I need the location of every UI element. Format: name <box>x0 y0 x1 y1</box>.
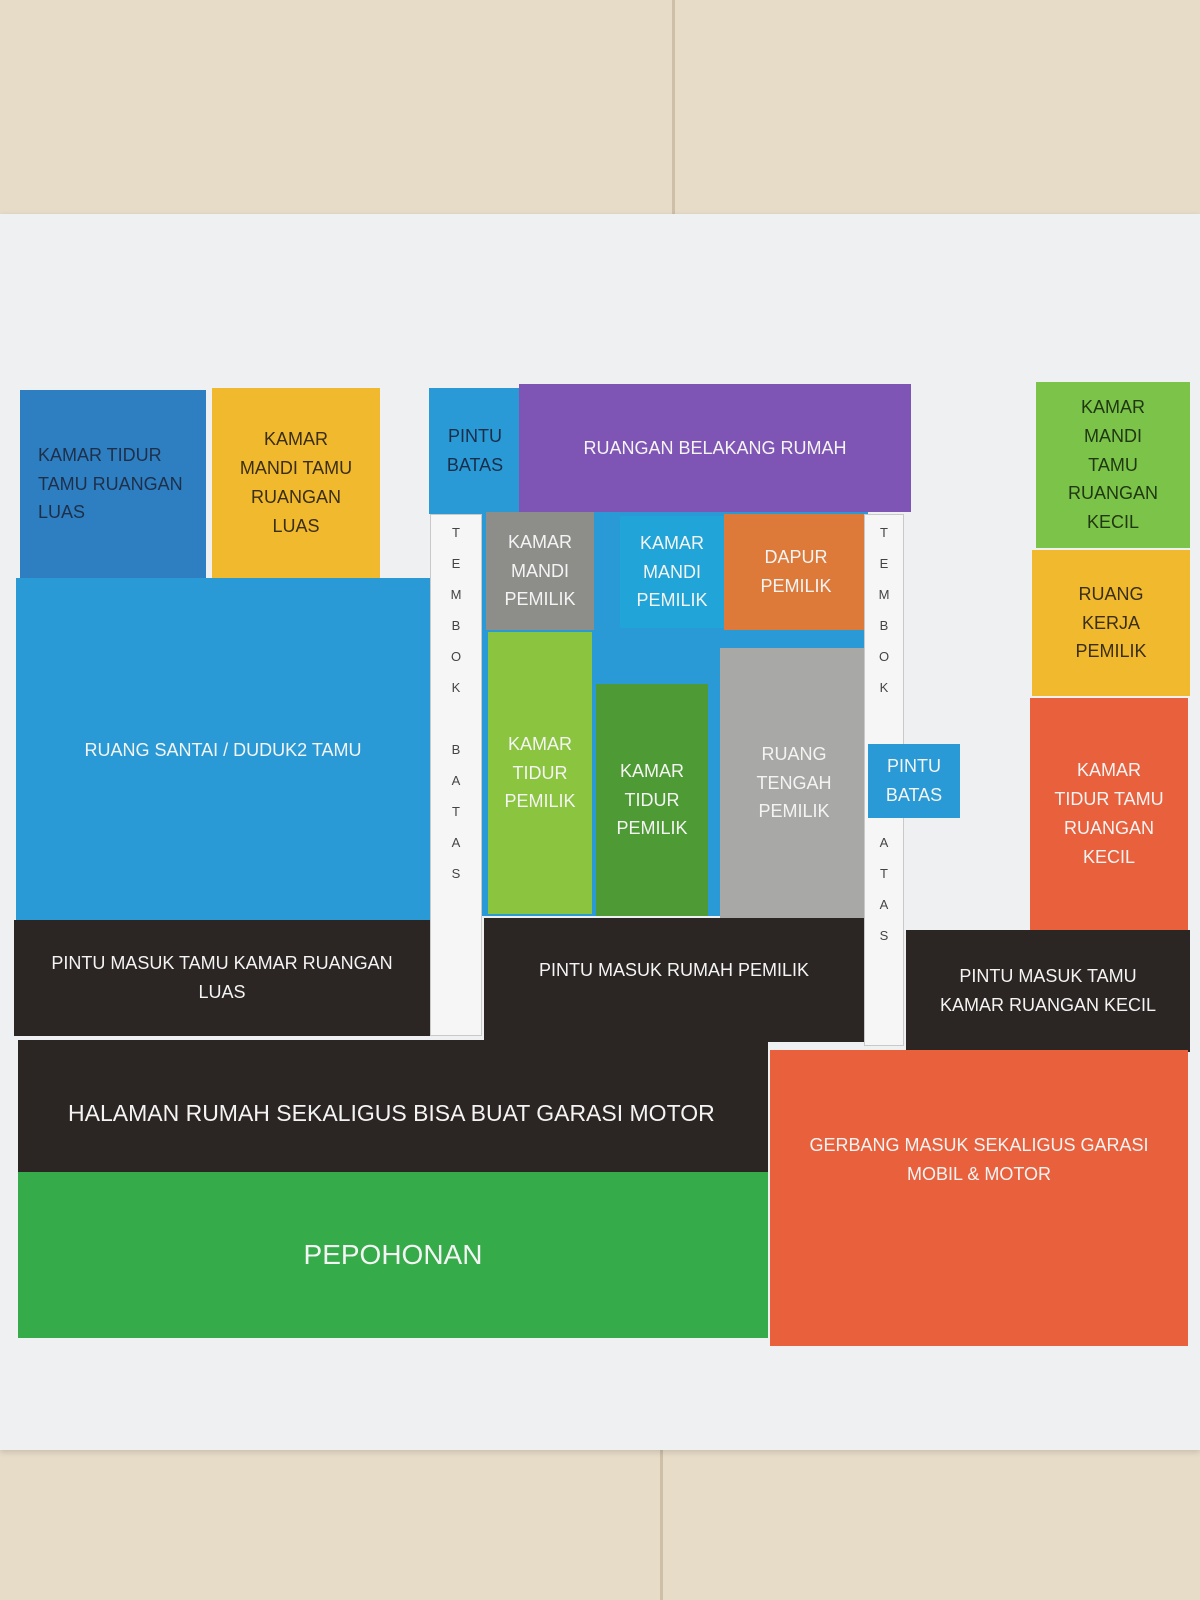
pintu-batas-atas: PINTU BATAS <box>429 388 521 514</box>
wall-letter: A <box>451 835 461 850</box>
wall-letter: S <box>451 866 461 881</box>
kamar-tidur-pemilik-1: KAMAR TIDUR PEMILIK <box>488 632 592 914</box>
gerbang-masuk: GERBANG MASUK SEKALIGUS GARASI MOBIL & M… <box>770 1050 1188 1346</box>
ruang-tengah-pemilik-label: RUANG TENGAH PEMILIK <box>756 743 832 822</box>
kamar-tidur-tamu-luas-label: KAMAR TIDUR TAMU RUANGAN LUAS <box>38 444 183 523</box>
table-seam-top <box>672 0 675 214</box>
wall-letter: T <box>880 866 888 881</box>
kamar-mandi-pemilik-2: KAMAR MANDI PEMILIK <box>620 516 724 628</box>
gerbang-label: GERBANG MASUK SEKALIGUS GARASI MOBIL & M… <box>809 1135 1149 1184</box>
pintu-masuk-tamu-luas: PINTU MASUK TAMU KAMAR RUANGAN LUAS <box>14 920 430 1036</box>
wall-letter: K <box>451 680 461 695</box>
ruang-santai-label: RUANG SANTAI / DUDUK2 TAMU <box>84 739 362 760</box>
dapur-pemilik: DAPUR PEMILIK <box>724 514 868 630</box>
kamar-tidur-pemilik-2: KAMAR TIDUR PEMILIK <box>596 684 708 916</box>
table-seam-bottom <box>660 1450 663 1600</box>
pintu-masuk-pemilik: PINTU MASUK RUMAH PEMILIK <box>484 918 864 1042</box>
wall-letter: T <box>452 525 460 540</box>
halaman-rumah: HALAMAN RUMAH SEKALIGUS BISA BUAT GARASI… <box>18 1040 768 1186</box>
pintu-masuk-tamu-luas-label: PINTU MASUK TAMU KAMAR RUANGAN LUAS <box>51 953 393 1002</box>
wall-letter: T <box>880 525 888 540</box>
wall-letter: O <box>878 649 890 664</box>
ruang-santai: RUANG SANTAI / DUDUK2 TAMU <box>16 578 430 922</box>
wall-letter: M <box>878 587 890 602</box>
wall-letter: E <box>879 556 889 571</box>
kamar-mandi-pemilik-2-label: KAMAR MANDI PEMILIK <box>636 532 708 611</box>
kamar-mandi-tamu-luas-label: KAMAR MANDI TAMU RUANGAN LUAS <box>239 429 353 536</box>
tembok-batas-kiri: T E M B O K B A T A S <box>430 514 482 1036</box>
kamar-tidur-tamu-kecil: KAMAR TIDUR TAMU RUANGAN KECIL <box>1030 698 1188 930</box>
wall-letter: B <box>451 742 461 757</box>
wall-letter: E <box>451 556 461 571</box>
kamar-mandi-tamu-kecil: KAMAR MANDI TAMU RUANGAN KECIL <box>1036 382 1190 548</box>
pintu-batas-kanan: PINTU BATAS <box>868 744 960 818</box>
wall-letter: O <box>450 649 462 664</box>
ruang-tengah-pemilik: RUANG TENGAH PEMILIK <box>720 648 868 918</box>
pintu-masuk-tamu-kecil: PINTU MASUK TAMU KAMAR RUANGAN KECIL <box>906 930 1190 1052</box>
kamar-mandi-tamu-luas: KAMAR MANDI TAMU RUANGAN LUAS <box>212 388 380 578</box>
kamar-mandi-pemilik-1: KAMAR MANDI PEMILIK <box>486 512 594 630</box>
ruangan-belakang-label: RUANGAN BELAKANG RUMAH <box>583 437 847 458</box>
kamar-mandi-pemilik-1-label: KAMAR MANDI PEMILIK <box>504 531 576 610</box>
wall-letter: A <box>879 897 889 912</box>
wall-letter: M <box>450 587 462 602</box>
wall-letter: A <box>879 835 889 850</box>
wall-letter: B <box>451 618 461 633</box>
pintu-batas-atas-label: PINTU BATAS <box>446 426 504 475</box>
kamar-tidur-tamu-luas: KAMAR TIDUR TAMU RUANGAN LUAS <box>20 390 206 578</box>
kamar-mandi-tamu-kecil-label: KAMAR MANDI TAMU RUANGAN KECIL <box>1067 397 1158 533</box>
dapur-pemilik-label: DAPUR PEMILIK <box>760 547 832 596</box>
halaman-label: HALAMAN RUMAH SEKALIGUS BISA BUAT GARASI… <box>68 1099 715 1126</box>
wall-letter: B <box>879 618 889 633</box>
kamar-tidur-tamu-kecil-label: KAMAR TIDUR TAMU RUANGAN KECIL <box>1054 760 1164 867</box>
wall-letter: S <box>879 928 889 943</box>
ruang-kerja-pemilik-label: RUANG KERJA PEMILIK <box>1075 583 1147 662</box>
pepohonan: PEPOHONAN <box>18 1172 768 1338</box>
pepohonan-label: PEPOHONAN <box>303 1238 483 1270</box>
pintu-masuk-pemilik-label: PINTU MASUK RUMAH PEMILIK <box>538 960 810 980</box>
kamar-tidur-pemilik-2-label: KAMAR TIDUR PEMILIK <box>616 760 688 839</box>
ruang-kerja-pemilik: RUANG KERJA PEMILIK <box>1032 550 1190 696</box>
wall-letter: T <box>452 804 460 819</box>
wall-letter: A <box>451 773 461 788</box>
kamar-tidur-pemilik-1-label: KAMAR TIDUR PEMILIK <box>504 733 576 812</box>
pintu-masuk-tamu-kecil-label: PINTU MASUK TAMU KAMAR RUANGAN KECIL <box>939 966 1157 1015</box>
pintu-batas-kanan-label: PINTU BATAS <box>885 756 943 805</box>
ruangan-belakang-rumah: RUANGAN BELAKANG RUMAH <box>519 384 911 512</box>
wall-letter: K <box>879 680 889 695</box>
